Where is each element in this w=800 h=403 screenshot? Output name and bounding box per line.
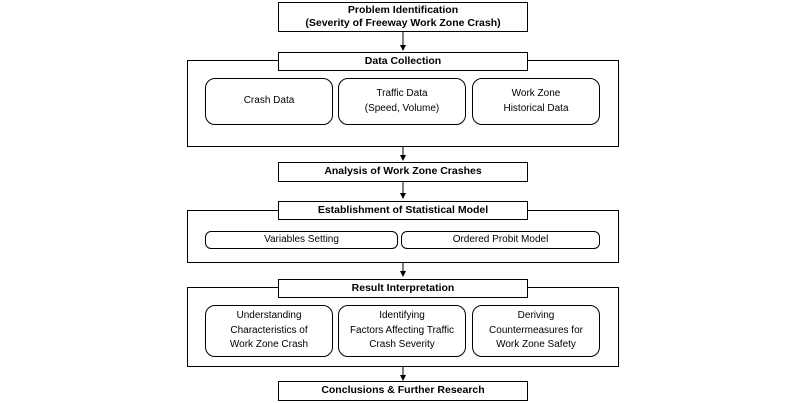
data-collection-header: Data Collection [278,52,528,71]
identifying-line2: Factors Affecting Traffic [349,324,455,336]
work-zone-label: Work Zone [511,88,561,99]
historical-data-label: Historical Data [503,102,569,114]
problem-subtitle: (Severity of Freeway Work Zone Crash) [305,17,501,29]
understanding-line1: Understanding [236,310,302,322]
deriving-line2: Countermeasures for [489,324,583,336]
data-collection-title: Data Collection [364,54,442,67]
result-interpretation-header: Result Interpretation [278,279,528,298]
ordered-probit-label: Ordered Probit Model [452,233,549,245]
problem-title: Problem Identification [347,3,459,16]
analysis-title: Analysis of Work Zone Crashes [324,165,482,178]
traffic-data-label: Traffic Data [376,88,428,99]
problem-identification-box: Problem Identification (Severity of Free… [278,2,528,32]
crash-data-label: Crash Data [243,95,295,107]
ordered-probit-box: Ordered Probit Model [401,231,600,249]
variables-setting-label: Variables Setting [264,233,339,245]
conclusions-box: Conclusions & Further Research [278,381,528,401]
work-zone-historical-box: Work Zone Historical Data [472,78,600,125]
identifying-line1: Identifying [379,310,425,322]
deriving-line3: Work Zone Safety [496,339,576,351]
crash-data-box: Crash Data [205,78,333,125]
variables-setting-box: Variables Setting [205,231,398,249]
deriving-box: Deriving Countermeasures for Work Zone S… [472,305,600,357]
analysis-box: Analysis of Work Zone Crashes [278,162,528,182]
statistical-model-title: Establishment of Statistical Model [317,203,489,216]
identifying-box: Identifying Factors Affecting Traffic Cr… [338,305,466,357]
traffic-data-box: Traffic Data (Speed, Volume) [338,78,466,125]
conclusions-title: Conclusions & Further Research [321,384,485,397]
understanding-line2: Characteristics of [230,324,308,336]
deriving-line1: Deriving [517,310,555,322]
identifying-line3: Crash Severity [369,339,435,351]
understanding-line3: Work Zone Crash [229,339,309,351]
result-interpretation-title: Result Interpretation [351,281,455,294]
statistical-model-header: Establishment of Statistical Model [278,201,528,220]
traffic-data-sublabel: (Speed, Volume) [364,102,440,114]
understanding-box: Understanding Characteristics of Work Zo… [205,305,333,357]
